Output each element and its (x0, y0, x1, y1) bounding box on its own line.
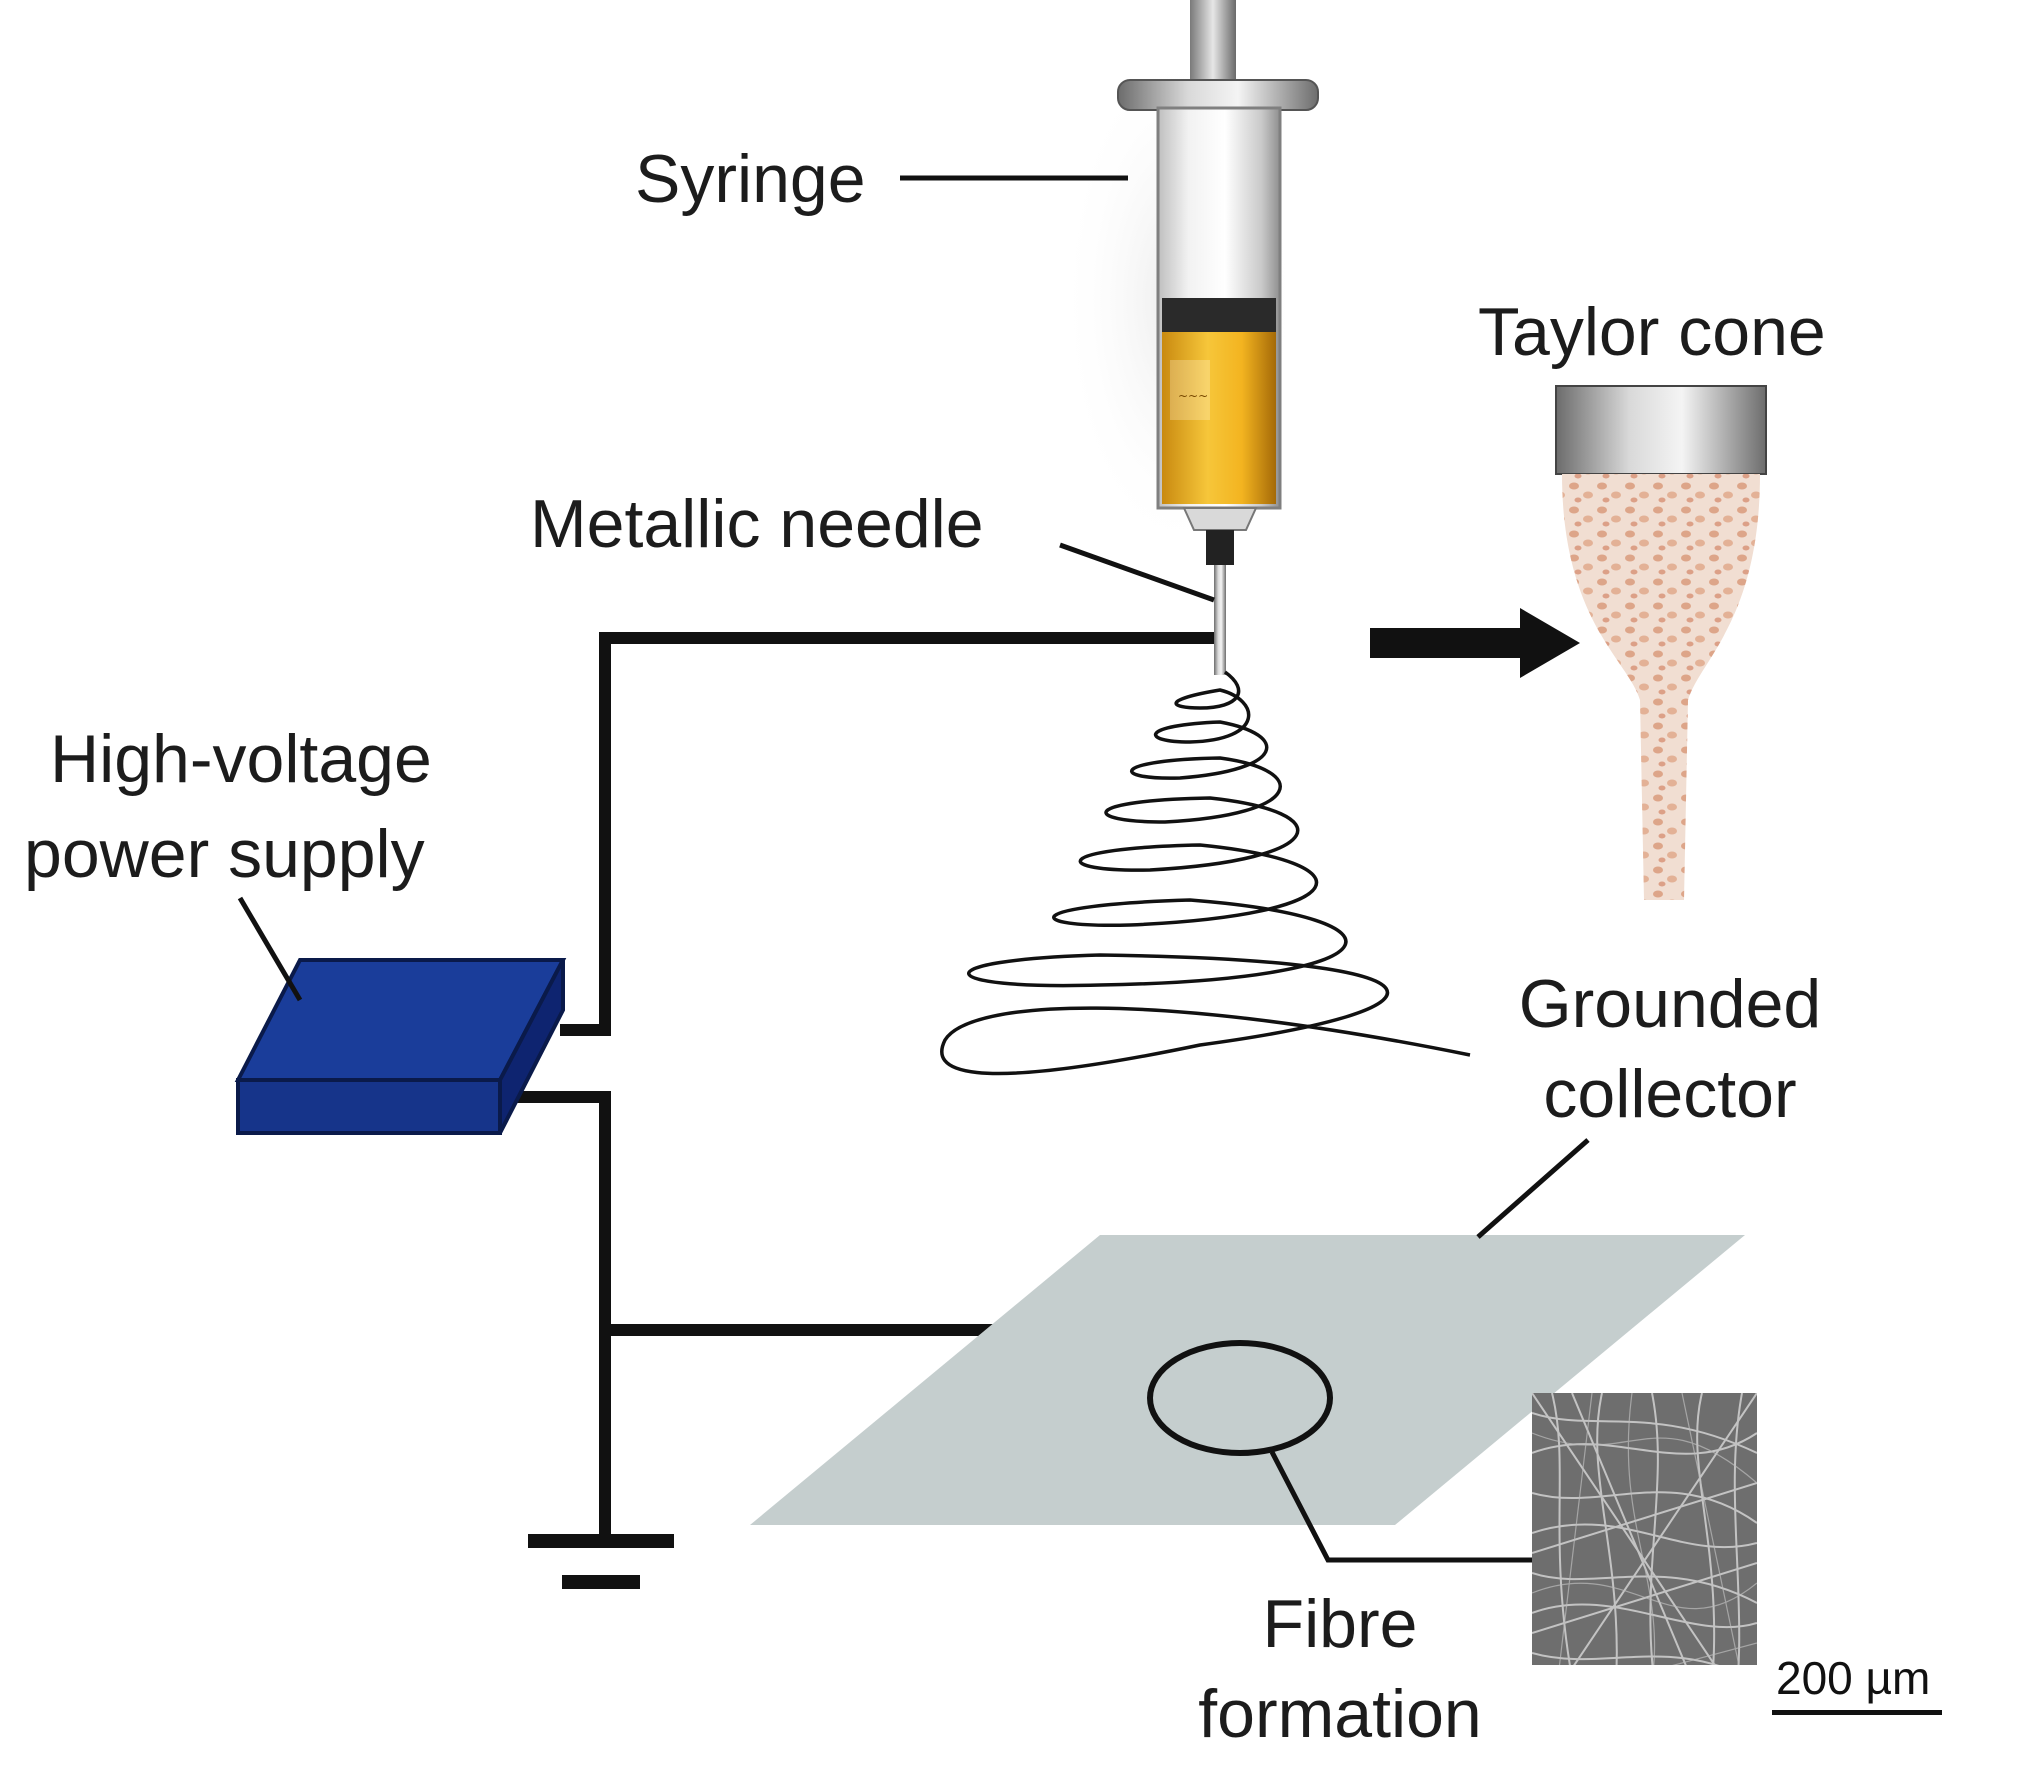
scale-bar-line (1772, 1710, 1942, 1715)
metallic-needle-label: Metallic needle (530, 486, 984, 562)
scale-bar-label: 200 µm (1776, 1652, 1931, 1704)
syringe-icon: ~~~ (1060, 0, 1319, 675)
sem-fibre-texture (1532, 1393, 1757, 1728)
fibre-formation-label-line1: Fibre (1262, 1586, 1418, 1662)
taylor-cone-icon (1555, 385, 1767, 900)
fibre-jet-spiral (940, 670, 1471, 1076)
grounded-collector-label-line1: Grounded (1518, 966, 1822, 1042)
power-supply-label-line2: power supply (24, 816, 425, 892)
fibre-formation-label-line2: formation (1198, 1676, 1482, 1752)
svg-text:~~~: ~~~ (1178, 389, 1208, 403)
power-supply-box (234, 896, 567, 1135)
syringe-label: Syringe (635, 141, 866, 217)
arrow-right-icon (1370, 608, 1580, 678)
grounded-collector-plate (750, 1138, 1745, 1563)
taylor-cone-label: Taylor cone (1478, 294, 1826, 370)
ground-symbol-icon (528, 1534, 674, 1589)
power-supply-label-line1: High-voltage (50, 721, 432, 797)
sem-fibre-image (1532, 1393, 1757, 1728)
grounded-collector-label-line2: collector (1543, 1056, 1797, 1132)
